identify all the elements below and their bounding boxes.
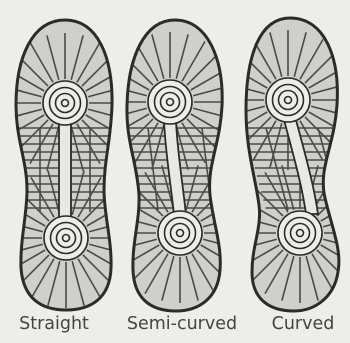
semi-curved-sole-icon: [100, 20, 250, 311]
curved-sole-icon: [218, 18, 350, 311]
straight-sole-icon: [0, 20, 136, 310]
caption-curved: Curved: [260, 311, 346, 337]
caption-straight: Straight: [6, 311, 102, 337]
caption-semi-curved: Semi-curved: [112, 311, 252, 337]
